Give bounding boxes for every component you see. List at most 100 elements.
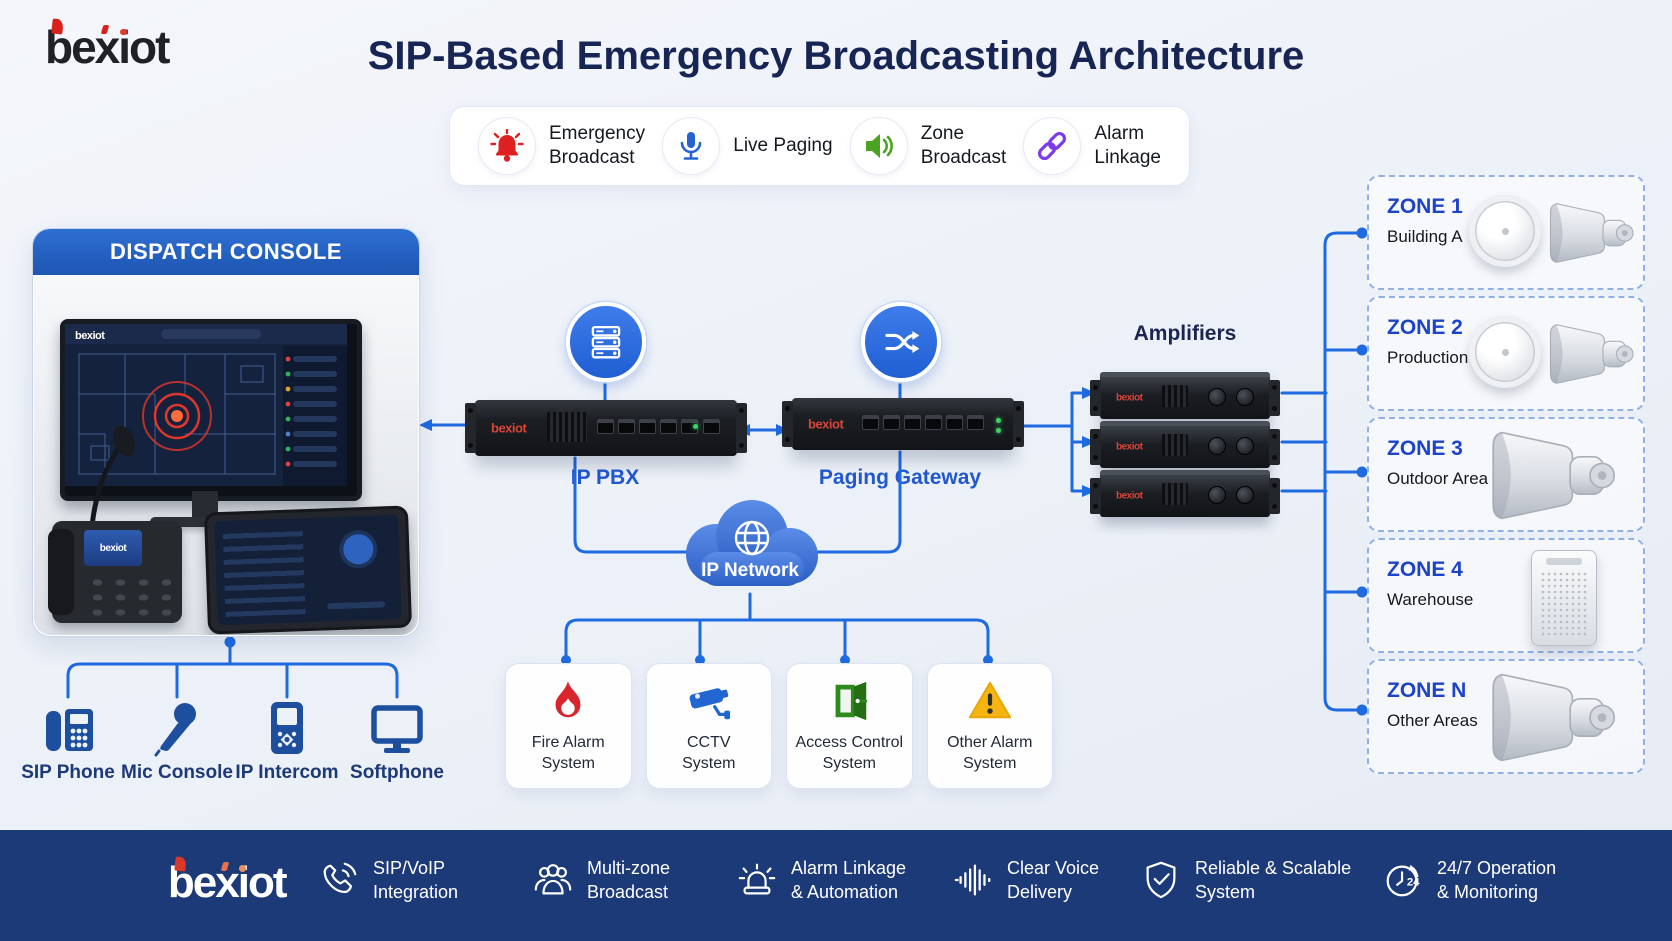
speaker-icon [849,117,908,175]
feature-line1: Alarm Linkage [791,858,907,878]
legend-label-line1: Alarm [1094,123,1145,145]
zone-box-n: ZONE N Other Areas [1367,659,1645,774]
device-label-softphone: Softphone [350,762,444,783]
system-card-line2: System [682,754,736,772]
dispatch-console-photo: bexiot [34,275,418,635]
rack-ear [1269,478,1280,514]
system-card-line1: CCTV [686,733,731,751]
system-card-line2: System [963,754,1017,772]
zone-name: ZONE 2 [1387,316,1463,339]
dispatch-console-panel: DISPATCH CONSOLE bexiot [32,228,420,637]
zone-name: ZONE 1 [1387,195,1463,218]
tablet-screen [214,514,402,626]
status-led [996,428,1001,433]
softphone-icon [367,697,427,757]
legend-item-zone-broadcast: Zone Broadcast [849,117,1007,175]
ip-network-cloud [686,500,818,586]
microphone-icon [662,117,721,175]
users-icon [532,859,574,901]
volume-knob [1236,486,1254,504]
zone-name: ZONE 4 [1387,558,1463,581]
volume-knob [1236,388,1254,406]
legend-label-line1: Zone [920,123,965,145]
sip-phone-icon [38,697,98,757]
feature-line1: SIP/VoIP [373,858,446,878]
brand-logo-text: bexiot [45,21,170,73]
system-card-line2: System [541,754,595,772]
vent-grille [1162,385,1188,407]
other-alarm-card: Other Alarm System [926,663,1053,789]
server-icon [566,302,646,382]
logo-dot-accent [119,28,127,36]
legend-label-line1: Emergency [549,123,646,145]
zone-box-4: ZONE 4 Warehouse [1367,538,1645,653]
link-icon [1023,117,1082,175]
ceiling-speaker [1469,316,1541,388]
zone-box-2: ZONE 2 Production Area [1367,296,1645,411]
vent-grille [1162,434,1188,456]
footer-logo-text: bexiot [167,858,288,907]
zone-area: Other Areas [1387,711,1478,730]
console-monitor: bexiot [60,319,362,501]
feature-line2: Broadcast [587,882,669,903]
rack-ear [1090,429,1101,465]
rack-ear [1090,380,1101,416]
volume-knob [1208,437,1226,455]
vent-grille [547,412,587,442]
console-tablet [203,505,413,635]
device-label-sip-phone: SIP Phone [21,762,115,783]
feature-line1: Reliable & Scalable [1195,858,1352,878]
legend-label-line2: Broadcast [549,147,635,168]
page-title: SIP-Based Emergency Broadcasting Archite… [367,34,1305,78]
siren-icon [736,859,778,901]
system-card-line1: Fire Alarm [531,733,605,751]
amplifier-unit: bexiot [1090,470,1280,517]
brand-logo: bexiot [45,18,170,73]
legend-item-emergency-broadcast: Emergency Broadcast [478,117,645,175]
pbx-device-logo: bexiot [491,420,527,436]
device-label-ip-intercom: IP Intercom [235,762,339,783]
access-control-card: Access Control System [786,663,913,789]
cctv-card: CCTV System [645,663,772,789]
rack-ear [782,401,793,447]
device-label-mic-console: Mic Console [121,762,233,783]
feature-line2: & Automation [791,882,899,903]
legend-item-live-paging: Live Paging [662,117,833,175]
ceiling-speaker [1469,195,1541,267]
status-led [996,418,1001,423]
legend-item-alarm-linkage: Alarm Linkage [1023,117,1161,175]
status-led [693,424,698,429]
zone-area: Building A [1387,227,1463,246]
cctv-icon [686,678,732,724]
rack-ear [1269,380,1280,416]
zone-area: Warehouse [1387,590,1474,609]
system-card-line1: Other Alarm [947,733,1033,751]
amplifiers-label: Amplifiers [1133,322,1237,345]
horn-speaker [1549,324,1634,384]
tablet-list-rows [222,526,306,617]
horn-speaker [1492,431,1616,520]
horn-speaker [1492,673,1616,762]
feature-clear-voice: Clear Voice Delivery [952,856,1099,905]
ethernet-ports [597,419,698,434]
amplifier-unit: bexiot [1090,421,1280,468]
legend-bar: Emergency Broadcast Live Paging [449,106,1190,186]
legend-label-line2: Broadcast [920,147,1007,168]
network-label: IP Network [701,560,799,581]
feature-line2: Integration [373,882,459,903]
warning-icon [967,678,1013,724]
fire-alarm-card: Fire Alarm System [505,663,632,789]
zone-area: Outdoor Area [1387,469,1489,488]
horn-speaker [1549,203,1634,263]
pbx-label: IP PBX [570,466,640,489]
feature-line1: Multi-zone [587,858,671,878]
ethernet-ports [862,415,984,430]
zone-name: ZONE 3 [1387,437,1463,460]
tablet-dial-widget [342,533,374,565]
shuffle-icon [861,302,941,382]
clock-24-badge: 24 [1407,877,1420,889]
rack-ear [1013,401,1024,447]
feature-reliable-scalable: Reliable & Scalable System [1140,856,1351,905]
footer-brand-logo: bexiot [167,856,288,907]
